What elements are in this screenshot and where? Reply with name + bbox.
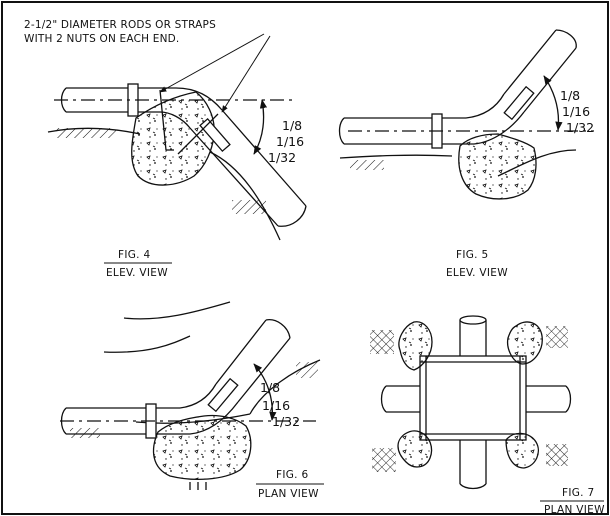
fig6-angle-sixteenth: 1/16	[262, 398, 290, 413]
fig6-angle-thirty-second: 1/32	[272, 414, 300, 429]
fig5-angle-thirty-second: 1/32	[566, 120, 594, 135]
fig5-angle-sixteenth: 1/16	[562, 104, 590, 119]
fig5-view: ELEV. VIEW	[446, 267, 508, 279]
fig6-view: PLAN VIEW	[258, 488, 319, 500]
fig7-plan-view	[370, 315, 572, 490]
note-line-2: WITH 2 NUTS ON EACH END.	[24, 33, 179, 45]
fig4-number: FIG. 4	[118, 249, 150, 261]
note-line-1: 2-1/2" DIAMETER RODS OR STRAPS	[24, 19, 216, 31]
fig4-angle-sixteenth: 1/16	[276, 134, 304, 149]
fig4-elevation-view	[47, 83, 307, 241]
fig7-view: PLAN VIEW	[544, 504, 605, 516]
fig6-number: FIG. 6	[276, 469, 308, 481]
fig6-plan-view	[60, 301, 321, 490]
leader-arrows	[159, 33, 271, 113]
fig5-number: FIG. 5	[456, 249, 488, 261]
fig4-angle-thirty-second: 1/32	[268, 150, 296, 165]
fig5-angle-eighth: 1/8	[560, 88, 580, 103]
fig6-angle-eighth: 1/8	[260, 380, 280, 395]
fig4-angle-eighth: 1/8	[282, 118, 302, 133]
fig4-view: ELEV. VIEW	[106, 267, 168, 279]
fig5-elevation-view	[338, 29, 594, 200]
fig7-number: FIG. 7	[562, 487, 594, 499]
